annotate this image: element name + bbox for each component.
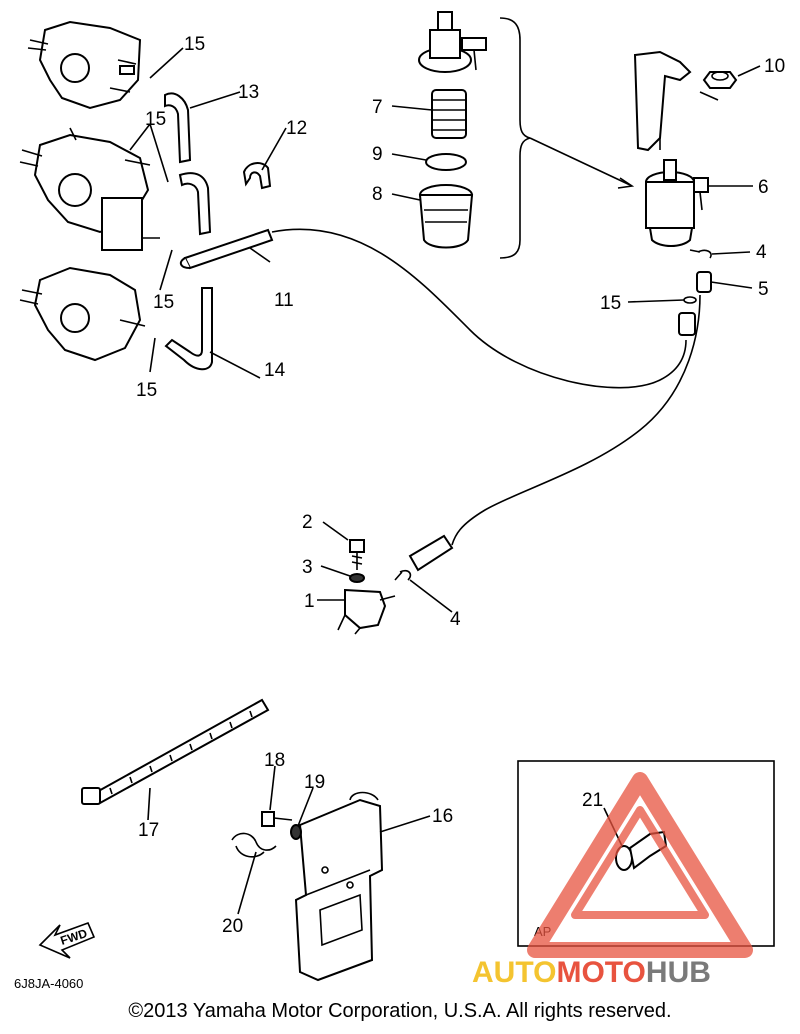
label-14: 14 — [264, 360, 286, 381]
label-5: 5 — [758, 279, 769, 300]
label-13: 13 — [238, 82, 259, 103]
clip-12 — [242, 162, 272, 190]
clip-4-center — [394, 569, 412, 581]
label-16: 16 — [432, 806, 453, 827]
bracket — [633, 50, 692, 152]
label-9: 9 — [372, 144, 383, 165]
label-15d: 15 — [136, 380, 157, 401]
joint-right — [678, 312, 696, 336]
label-1: 1 — [304, 591, 315, 612]
label-11: 11 — [274, 290, 294, 311]
filter-element-7 — [431, 89, 467, 139]
label-18: 18 — [264, 750, 285, 771]
hose-11 — [179, 228, 274, 270]
watermark-wordmark: AUTOMOTOHUB — [472, 956, 711, 989]
label-6: 6 — [758, 177, 769, 198]
watermark-moto: MOTO — [556, 956, 645, 989]
label-20: 20 — [222, 916, 243, 937]
label-19: 19 — [304, 772, 325, 793]
svg-text:AUTOMOTOHUB: AUTOMOTOHUB — [472, 956, 711, 989]
clip-4-right — [689, 249, 712, 259]
fwd-arrow: FWD — [38, 921, 96, 959]
bolt-18 — [261, 811, 293, 827]
carburetor-top — [27, 20, 142, 110]
watermark-auto: AUTO — [472, 956, 556, 989]
o-ring-9 — [425, 153, 467, 171]
label-4-center: 4 — [450, 609, 461, 630]
watermark-logo — [527, 772, 753, 958]
screw-2 — [349, 539, 365, 570]
fuel-line — [271, 228, 701, 546]
bracket-16 — [294, 791, 384, 982]
label-12: 12 — [286, 118, 307, 139]
clip-15-right — [683, 296, 697, 304]
copyright-notice: ©2013 Yamaha Motor Corporation, U.S.A. A… — [128, 1000, 672, 1022]
cable-tie-17 — [81, 698, 270, 805]
washer-19 — [290, 824, 302, 840]
label-15a: 15 — [184, 34, 205, 55]
joint-5 — [696, 271, 712, 293]
label-4-right: 4 — [756, 242, 767, 263]
hose-14 — [164, 287, 213, 371]
label-10: 10 — [764, 56, 785, 77]
group-bracket — [499, 17, 635, 259]
label-3: 3 — [302, 557, 313, 578]
fuel-joint-1 — [337, 588, 396, 635]
label-8: 8 — [372, 184, 383, 205]
part-labels: 15 13 15 12 11 15 14 15 7 9 8 10 6 4 5 1… — [136, 34, 785, 937]
label-2: 2 — [302, 512, 313, 533]
leader-lines — [129, 47, 761, 915]
hose-center — [408, 534, 454, 572]
hose-13 — [164, 92, 212, 236]
label-15b: 15 — [145, 109, 166, 130]
label-7: 7 — [372, 97, 383, 118]
fuel-filter-head — [418, 11, 487, 73]
fuel-filter-6 — [645, 159, 709, 247]
label-21: 21 — [582, 790, 603, 811]
carburetor-middle — [19, 127, 160, 251]
filter-cup-8 — [418, 184, 474, 249]
label-17: 17 — [138, 820, 159, 841]
watermark-hub: HUB — [646, 956, 711, 989]
label-15c: 15 — [153, 292, 174, 313]
clamp-20 — [231, 832, 277, 858]
washer-3 — [349, 573, 365, 583]
diagram-code: 6J8JA-4060 — [14, 976, 83, 991]
label-15e: 15 — [600, 293, 621, 314]
nut-10 — [699, 71, 738, 101]
carburetor-bottom — [19, 266, 146, 362]
